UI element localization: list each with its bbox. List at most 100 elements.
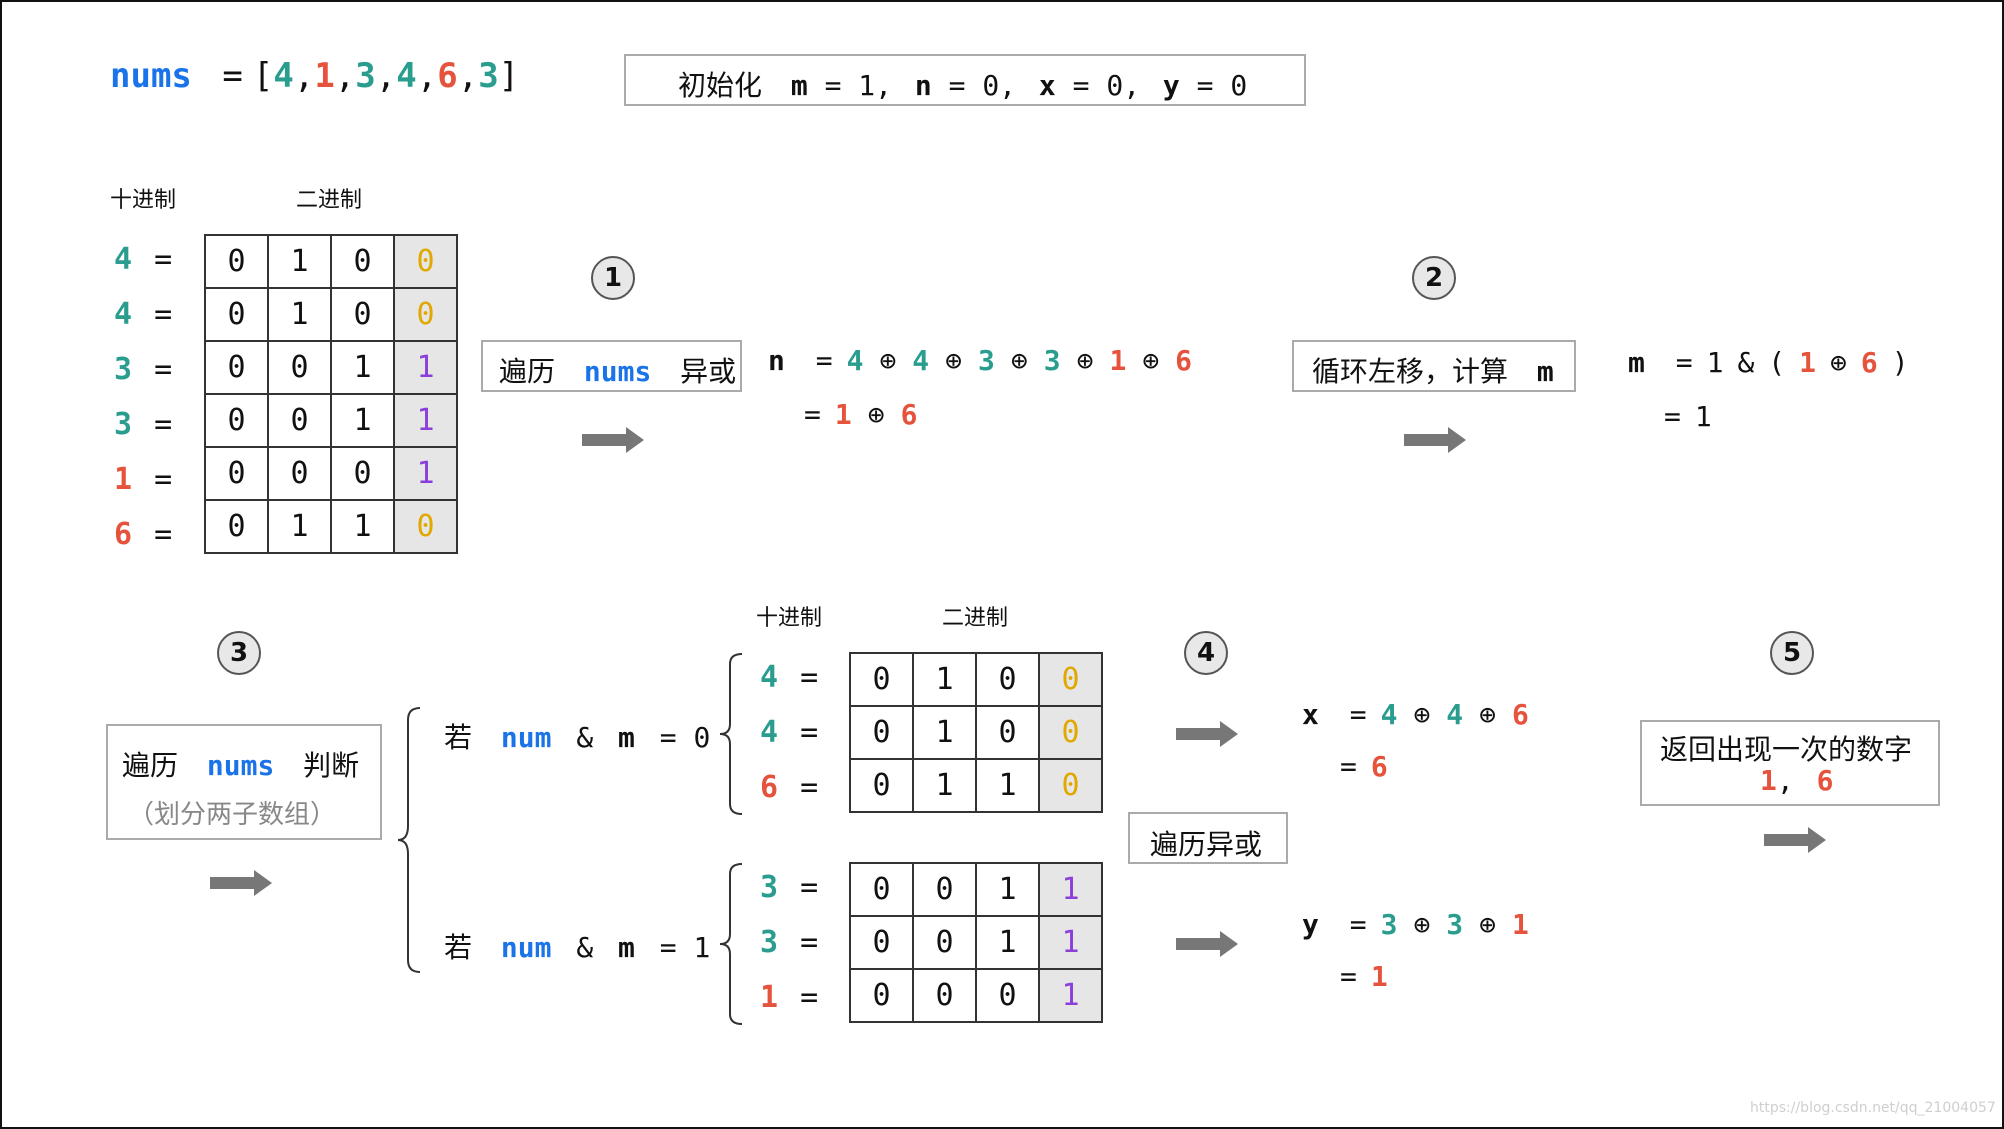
expr-term: 4 xyxy=(912,344,930,377)
lowest-bit-cell: 0 xyxy=(393,234,458,289)
dec-value: 4 xyxy=(760,660,779,695)
arrow-right-icon xyxy=(1404,427,1466,453)
init-n: n xyxy=(914,69,932,102)
bit-cell: 0 xyxy=(204,446,269,501)
step2-m: m xyxy=(1536,355,1554,388)
dec-label: 4= xyxy=(114,242,172,277)
bit-cell: 1 xyxy=(267,499,332,554)
step1-box: 遍历 nums 异或 xyxy=(481,340,742,392)
lowest-bit-cell: 1 xyxy=(1038,915,1103,970)
lowest-bit-cell: 0 xyxy=(1038,705,1103,760)
dec-value: 3 xyxy=(114,352,133,387)
init-y-val: = 0 xyxy=(1196,69,1248,102)
nums-item: 1 xyxy=(314,56,335,96)
cond1-pre: 若 xyxy=(444,931,473,964)
nums-line: nums =[4,1,3,4,6,3] xyxy=(110,56,519,96)
dec-eq: = xyxy=(800,660,819,695)
bit-cell: 1 xyxy=(267,234,332,289)
step3-nums: nums xyxy=(206,749,275,782)
cond0-and: & xyxy=(576,721,594,754)
bit-cell: 1 xyxy=(330,499,395,554)
xor-operator: ⊕ xyxy=(879,344,897,377)
xor-operator: ⊕ xyxy=(1413,698,1431,731)
step2-text: 循环左移，计算 xyxy=(1312,355,1509,388)
dec-eq: = xyxy=(800,770,819,805)
expr-term: & xyxy=(1737,346,1755,379)
bit-cell: 0 xyxy=(204,340,269,395)
bit-cell: 0 xyxy=(330,287,395,342)
x-lhs: x xyxy=(1302,698,1319,731)
dec-label: 4= xyxy=(114,297,172,332)
arrow-right-icon xyxy=(1764,827,1826,853)
bit-cell: 0 xyxy=(849,862,914,917)
nums-open-bracket: [ xyxy=(252,56,274,96)
dec-value: 6 xyxy=(114,517,133,552)
cond0-num: num xyxy=(500,721,552,754)
dec-label: 6= xyxy=(760,770,818,805)
lowest-bit-cell: 1 xyxy=(393,393,458,448)
nums-item: 6 xyxy=(437,56,458,96)
step5-sep: , xyxy=(1776,764,1794,797)
dec-eq: = xyxy=(154,242,173,277)
step-4-circle: 4 xyxy=(1184,631,1228,675)
dec-eq: = xyxy=(154,407,173,442)
nums-label: nums xyxy=(110,56,192,96)
step4-text: 遍历异或 xyxy=(1150,828,1263,861)
expr-term: 6 xyxy=(1370,750,1388,783)
init-y: y xyxy=(1162,69,1180,102)
table2-header-dec: 十进制 xyxy=(756,606,823,631)
bit-cell: 0 xyxy=(849,705,914,760)
step-2-circle: 2 xyxy=(1412,256,1456,300)
bit-cell: 1 xyxy=(912,758,977,813)
dec-label: 6= xyxy=(114,517,172,552)
bit-cell: 0 xyxy=(849,915,914,970)
brace-upper xyxy=(719,653,743,815)
dec-label: 4= xyxy=(760,660,818,695)
expr-term: ) xyxy=(1891,346,1909,379)
bit-cell: 0 xyxy=(849,968,914,1023)
bit-cell: 0 xyxy=(204,499,269,554)
bit-cell: 0 xyxy=(912,915,977,970)
bit-cell: 1 xyxy=(975,862,1040,917)
dec-label: 3= xyxy=(114,407,172,442)
y-expr-line2: =1 xyxy=(1340,960,1404,993)
dec-value: 4 xyxy=(114,297,133,332)
bit-cell: 0 xyxy=(267,446,332,501)
cond1-m: m xyxy=(618,931,635,964)
bit-cell: 0 xyxy=(975,705,1040,760)
step3-pre: 遍历 xyxy=(122,749,179,782)
step5-text: 返回出现一次的数字 xyxy=(1660,733,1913,766)
step-5-circle: 5 xyxy=(1770,631,1814,675)
dec-value: 1 xyxy=(114,462,133,497)
dec-label: 4= xyxy=(760,715,818,750)
dec-label: 1= xyxy=(114,462,172,497)
xor-operator: ⊕ xyxy=(1076,344,1094,377)
y-line2-terms: 1 xyxy=(1371,960,1404,993)
n-lhs: n xyxy=(768,344,785,377)
dec-label: 1= xyxy=(760,980,818,1015)
m-expr-line1: m =1&(1⊕6) xyxy=(1628,346,1923,379)
xor-operator: ⊕ xyxy=(1479,908,1497,941)
lowest-bit-cell: 0 xyxy=(393,499,458,554)
xor-operator: ⊕ xyxy=(1830,346,1847,379)
dec-label: 3= xyxy=(114,352,172,387)
dec-value: 3 xyxy=(760,870,779,905)
step5-a: 1 xyxy=(1760,764,1777,797)
nums-comma: , xyxy=(416,56,438,96)
cond0-eq: = 0 xyxy=(659,721,711,754)
lowest-bit-cell: 1 xyxy=(1038,862,1103,917)
bit-cell: 0 xyxy=(267,340,332,395)
bit-cell: 0 xyxy=(912,968,977,1023)
y-line1-terms: 3⊕3⊕1 xyxy=(1381,908,1545,941)
cond1-eq: = 1 xyxy=(659,931,711,964)
init-x-val: = 0, xyxy=(1072,69,1141,102)
nums-close-bracket: ] xyxy=(498,56,520,96)
